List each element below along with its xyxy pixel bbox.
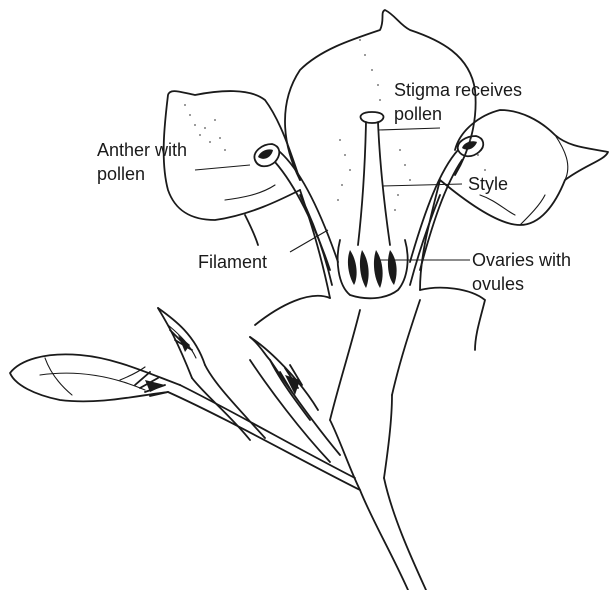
filament-label: Filament (198, 252, 267, 272)
left-bud (10, 354, 180, 401)
ovaries-label-line-2: ovules (472, 274, 524, 294)
ovaries-label-line-1: Ovaries with (472, 250, 571, 270)
ovaries-label: Ovaries with ovules (472, 250, 576, 294)
anther-label: Anther with pollen (97, 140, 192, 184)
anther-label-line-2: pollen (97, 164, 145, 184)
stem (168, 360, 426, 590)
upper-left-bud (158, 308, 205, 378)
anther-leader (195, 165, 250, 170)
stigma-label-line-2: pollen (394, 104, 442, 124)
ovary (338, 240, 408, 298)
petal-stipple (184, 39, 486, 211)
anther-label-line-1: Anther with (97, 140, 187, 160)
style-structure (358, 112, 390, 245)
style-leader (382, 184, 462, 186)
sepals (255, 288, 485, 420)
stigma-label-line-1: Stigma receives (394, 80, 522, 100)
style-label: Style (468, 174, 508, 194)
stigma-label: Stigma receives pollen (394, 80, 527, 124)
labels: Stigma receives pollen Anther with polle… (97, 80, 576, 294)
stigma-leader (378, 128, 440, 130)
